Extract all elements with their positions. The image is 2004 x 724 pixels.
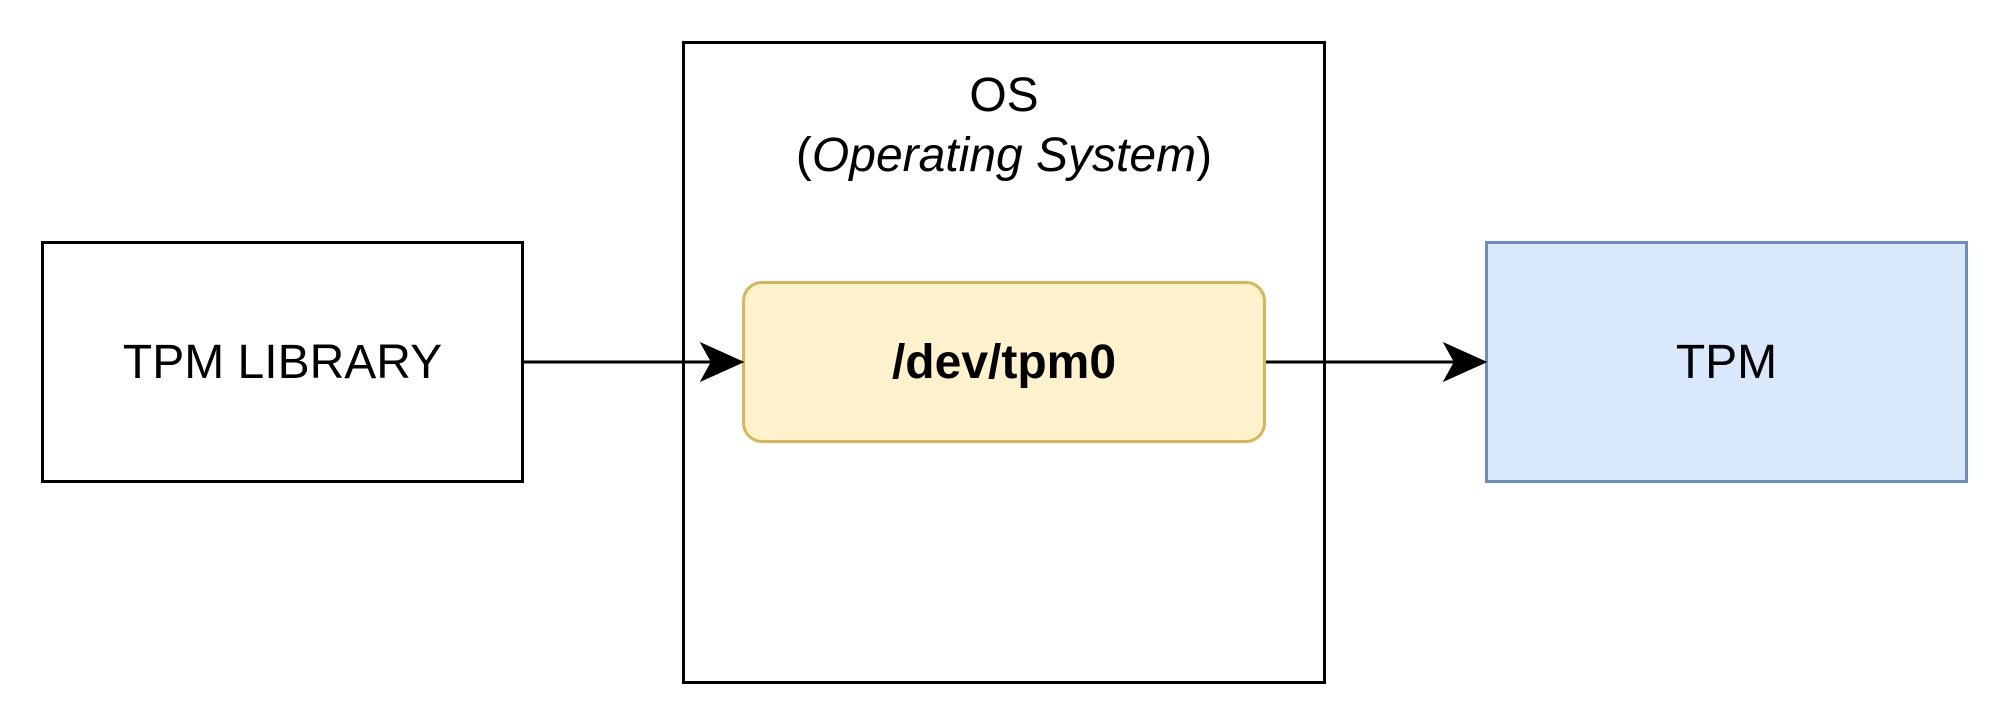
os-subtitle: (Operating System) — [685, 126, 1323, 186]
tpm-box: TPM — [1485, 241, 1968, 483]
tpm-library-box: TPM LIBRARY — [41, 241, 524, 483]
dev-tpm0-box: /dev/tpm0 — [742, 281, 1266, 443]
os-subtitle-close-paren: ) — [1196, 129, 1213, 182]
os-subtitle-open-paren: ( — [795, 129, 812, 182]
dev-tpm0-label: /dev/tpm0 — [891, 335, 1117, 389]
tpm-library-label: TPM LIBRARY — [122, 335, 443, 389]
os-title: OS (Operating System) — [685, 66, 1323, 186]
os-subtitle-italic: Operating System — [811, 129, 1197, 182]
tpm-label: TPM — [1675, 335, 1778, 389]
os-title-text: OS — [969, 69, 1039, 122]
